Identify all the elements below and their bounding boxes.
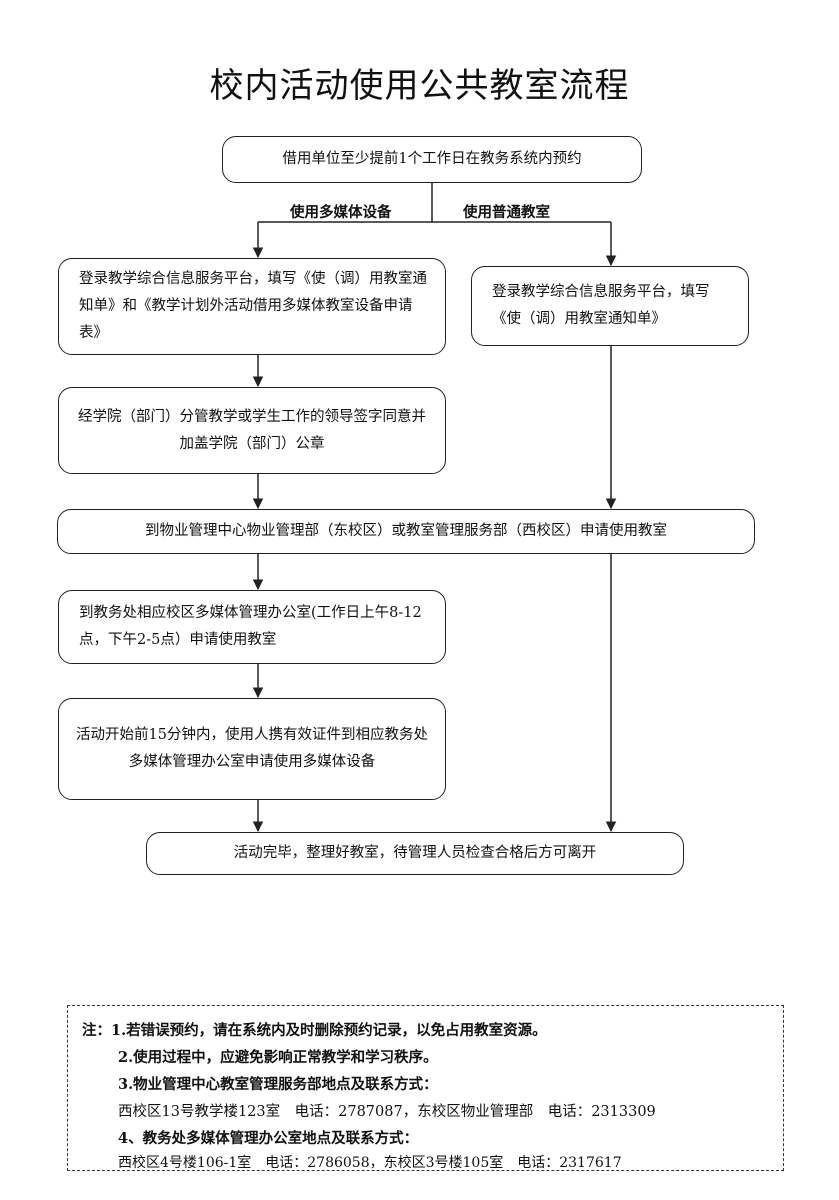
note-line-5: 4、教务处多媒体管理办公室地点及联系方式： bbox=[118, 1130, 419, 1147]
note-line-6: 西校区4号楼106-1室 电话：2786058，东校区3号楼105室 电话：23… bbox=[118, 1155, 622, 1171]
branch-label-multimedia: 使用多媒体设备 bbox=[290, 204, 392, 221]
notes-box: 注：1.若错误预约，请在系统内及时删除预约记录，以免占用教室资源。 2.使用过程… bbox=[67, 1005, 784, 1171]
approval-text: 经学院（部门）分管教学或学生工作的领导签字同意并加盖学院（部门）公章 bbox=[78, 408, 426, 452]
start-box: 借用单位至少提前1个工作日在教务系统内预约 bbox=[222, 136, 642, 183]
end-text: 活动完毕，整理好教室，待管理人员检查合格后方可离开 bbox=[233, 845, 597, 861]
multimedia-register-box: 登录教学综合信息服务平台，填写《使（调）用教室通知单》和《教学计划外活动借用多媒… bbox=[58, 258, 446, 355]
media-office-apply-text: 到教务处相应校区多媒体管理办公室(工作日上午8-12点，下午2-5点）申请使用教… bbox=[79, 605, 422, 648]
multimedia-register-text: 登录教学综合信息服务平台，填写《使（调）用教室通知单》和《教学计划外活动借用多媒… bbox=[79, 271, 427, 341]
note-line-2: 2.使用过程中，应避免影响正常教学和学习秩序。 bbox=[118, 1049, 438, 1066]
branch-label-regular: 使用普通教室 bbox=[463, 204, 550, 221]
approval-box: 经学院（部门）分管教学或学生工作的领导签字同意并加盖学院（部门）公章 bbox=[58, 387, 446, 474]
media-office-apply-box: 到教务处相应校区多媒体管理办公室(工作日上午8-12点，下午2-5点）申请使用教… bbox=[58, 590, 446, 664]
start-text: 借用单位至少提前1个工作日在教务系统内预约 bbox=[282, 151, 582, 167]
before-activity-box: 活动开始前15分钟内，使用人携有效证件到相应教务处多媒体管理办公室申请使用多媒体… bbox=[58, 698, 446, 800]
note-line-4: 西校区13号教学楼123室 电话：2787087，东校区物业管理部 电话：231… bbox=[118, 1104, 656, 1120]
before-activity-text: 活动开始前15分钟内，使用人携有效证件到相应教务处多媒体管理办公室申请使用多媒体… bbox=[76, 727, 428, 770]
end-box: 活动完毕，整理好教室，待管理人员检查合格后方可离开 bbox=[146, 832, 684, 875]
property-apply-box: 到物业管理中心物业管理部（东校区）或教室管理服务部（西校区）申请使用教室 bbox=[57, 509, 755, 554]
note-line-1: 注：1.若错误预约，请在系统内及时删除预约记录，以免占用教室资源。 bbox=[82, 1022, 547, 1039]
property-apply-text: 到物业管理中心物业管理部（东校区）或教室管理服务部（西校区）申请使用教室 bbox=[145, 523, 667, 539]
regular-register-text: 登录教学综合信息服务平台，填写《使（调）用教室通知单》 bbox=[492, 284, 710, 327]
page-title: 校内活动使用公共教室流程 bbox=[209, 66, 630, 106]
note-line-3: 3.物业管理中心教室管理服务部地点及联系方式： bbox=[118, 1076, 438, 1093]
regular-register-box: 登录教学综合信息服务平台，填写《使（调）用教室通知单》 bbox=[471, 266, 749, 346]
